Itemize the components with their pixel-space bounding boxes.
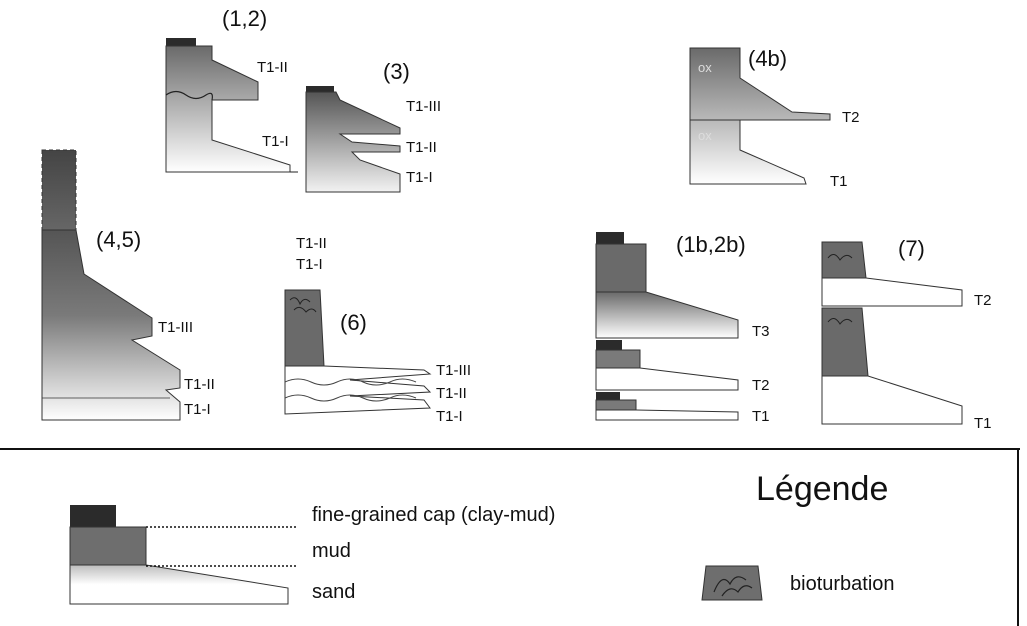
terrace-label: T1-II	[184, 376, 215, 393]
bioturbated-mud	[821, 241, 867, 279]
profile-6	[284, 365, 432, 415]
diagram-label: (3)	[383, 59, 410, 84]
diagram-1b-2b: (1b,2b) T3 T2 T1	[595, 232, 770, 425]
terrace-label: T1-II	[257, 59, 288, 76]
diagram-label: (7)	[898, 236, 925, 261]
sand-layer	[821, 277, 963, 307]
profile-4-5	[41, 229, 181, 421]
terrace-label: T1	[974, 415, 992, 432]
bioturbated-mud	[821, 307, 869, 377]
mud-layer	[595, 399, 637, 411]
terrace-label: T1-I	[296, 256, 323, 273]
diagram-label: (4b)	[748, 46, 787, 71]
burrow-traces	[289, 297, 317, 313]
diagram-label: (4,5)	[96, 227, 141, 252]
profile-3	[305, 91, 401, 193]
terrace-label: T1-III	[406, 98, 441, 115]
diagram-1-2: (1,2) T1-II T1-I	[165, 6, 298, 173]
terrace-label: T1-III	[158, 319, 193, 336]
cap-layer	[166, 38, 196, 46]
diagram-7: (7) T2 T1	[821, 236, 992, 432]
cap-layer	[596, 340, 622, 350]
terrace-label: T2	[752, 377, 770, 394]
sand-layer	[821, 375, 963, 425]
oxidation-label: ox	[698, 128, 712, 143]
mud-layer	[595, 349, 641, 369]
diagram-label: (1b,2b)	[676, 232, 746, 257]
terrace-label: T1	[830, 173, 848, 190]
legend-bioturbation-swatch	[701, 565, 763, 601]
terrace-label: T2	[842, 109, 860, 126]
terrace-label: T3	[752, 323, 770, 340]
legend-mud-label: mud	[312, 540, 351, 562]
terrace-label: T1-I	[262, 133, 289, 150]
terrace-label: T1-I	[436, 408, 463, 425]
sand-layer	[595, 409, 739, 421]
sand-layer	[595, 291, 739, 339]
terrace-label: T1-III	[436, 362, 471, 379]
terrace-label: T1	[752, 408, 770, 425]
wavy-contact	[165, 90, 213, 101]
diagram-label: (1,2)	[222, 6, 267, 31]
terrace-label: T1-II	[406, 139, 437, 156]
bioturbated-mud	[284, 289, 325, 367]
burrow-traces	[713, 576, 753, 597]
legend-mud-swatch	[69, 526, 147, 566]
dashed-upper-column	[41, 149, 77, 231]
oxidation-label: ox	[698, 60, 712, 75]
diagram-4-5: (4,5) T1-III T1-II T1-I	[41, 149, 215, 421]
diagram-label: (6)	[340, 310, 367, 335]
terrace-label: T1-II	[296, 235, 327, 252]
cap-layer	[596, 392, 620, 400]
legend-cap-label: fine-grained cap (clay-mud)	[312, 504, 555, 526]
legend-sand-swatch	[69, 564, 289, 605]
diagram-3: (3) T1-III T1-II T1-I	[305, 59, 441, 193]
terrace-label: T2	[974, 292, 992, 309]
diagram-6: (6) T1-II T1-I T1-III T1-II T1-I	[284, 235, 471, 425]
legend-bioturbation-label: bioturbation	[790, 573, 895, 595]
cap-layer	[596, 232, 624, 244]
cap-layer	[306, 86, 334, 92]
terrace-label: T1-I	[184, 401, 211, 418]
legend-title: Légende	[756, 470, 888, 508]
mud-layer	[595, 243, 647, 293]
terrace-label: T1-II	[436, 385, 467, 402]
legend-sand-label: sand	[312, 581, 355, 603]
legend: Légende fine-grained cap (clay-mud) mud …	[0, 448, 1020, 626]
legend-cap-swatch	[70, 505, 116, 527]
diagram-4b: (4b) ox ox T2 T1	[689, 46, 860, 190]
terrace-label: T1-I	[406, 169, 433, 186]
sand-layer	[595, 367, 739, 391]
profile-4b	[689, 47, 831, 185]
